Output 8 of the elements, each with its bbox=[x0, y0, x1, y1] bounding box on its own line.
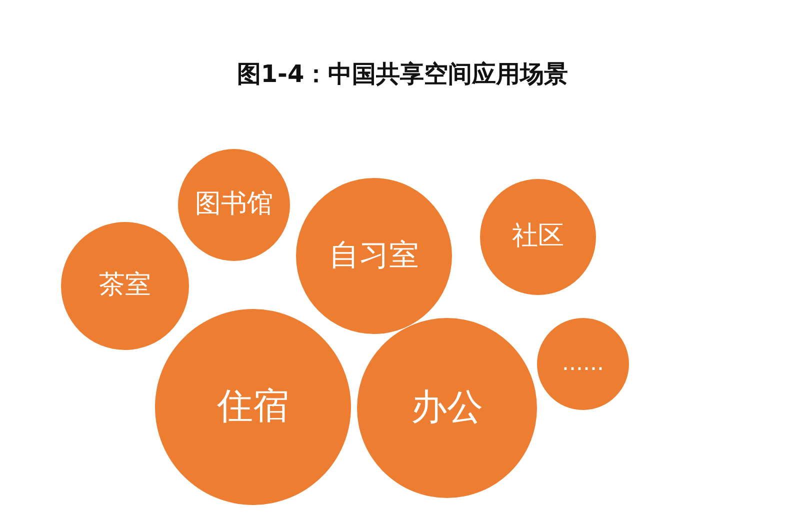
node-label: 茶室 bbox=[99, 271, 151, 301]
node-label: ...... bbox=[562, 351, 604, 377]
node-label: 办公 bbox=[411, 387, 483, 429]
diagram-title: 图1-4：中国共享空间应用场景 bbox=[236, 60, 568, 88]
node-label: 自习室 bbox=[329, 238, 419, 274]
node-label: 社区 bbox=[512, 222, 564, 252]
node-label: 图书馆 bbox=[195, 190, 273, 220]
node-label: 住宿 bbox=[217, 386, 289, 428]
